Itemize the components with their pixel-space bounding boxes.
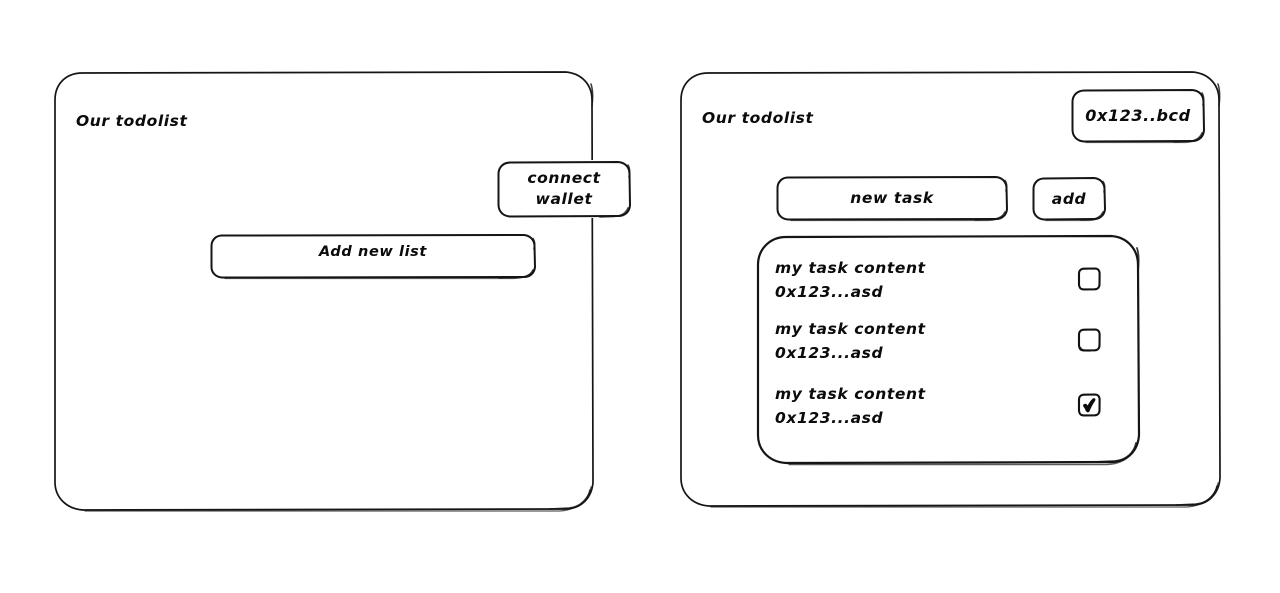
wallet-address-badge[interactable]: 0x123..bcd bbox=[1070, 88, 1206, 144]
task-owner-address: 0x123...asd bbox=[775, 283, 884, 301]
task-row[interactable]: my task content 0x123...asd bbox=[775, 317, 1121, 369]
panel-background bbox=[52, 70, 595, 512]
connect-wallet-button[interactable]: connect wallet bbox=[496, 160, 632, 218]
connect-wallet-label: connect wallet bbox=[496, 160, 632, 218]
task-content: my task content bbox=[775, 320, 926, 338]
add-task-label: add bbox=[1051, 189, 1087, 208]
task-owner-address: 0x123...asd bbox=[775, 344, 884, 362]
task-checkbox-checked[interactable] bbox=[1076, 392, 1102, 418]
new-task-input-value: new task bbox=[850, 189, 934, 207]
task-list: my task content 0x123...asd my task cont… bbox=[775, 256, 1121, 446]
page-title: Our todolist bbox=[76, 112, 188, 130]
task-checkbox-unchecked[interactable] bbox=[1076, 327, 1102, 353]
add-new-list-button[interactable]: Add new list bbox=[209, 233, 537, 280]
wallet-address-label: 0x123..bcd bbox=[1085, 106, 1191, 125]
task-text: my task content 0x123...asd bbox=[775, 382, 1035, 431]
page-title: Our todolist bbox=[702, 109, 814, 127]
task-list-card: my task content 0x123...asd my task cont… bbox=[755, 234, 1141, 466]
task-owner-address: 0x123...asd bbox=[775, 409, 884, 427]
task-content: my task content bbox=[775, 385, 926, 403]
task-text: my task content 0x123...asd bbox=[775, 317, 1035, 366]
add-new-list-label: Add new list bbox=[319, 243, 427, 260]
checkbox-checked-icon bbox=[1077, 393, 1101, 417]
task-text: my task content 0x123...asd bbox=[775, 256, 1035, 305]
checkbox-icon bbox=[1077, 267, 1101, 291]
task-row[interactable]: my task content 0x123...asd bbox=[775, 382, 1121, 434]
task-content: my task content bbox=[775, 259, 926, 277]
new-task-input[interactable]: new task bbox=[775, 175, 1009, 222]
task-row[interactable]: my task content 0x123...asd bbox=[775, 256, 1121, 308]
connect-wallet-line-1: connect bbox=[527, 169, 601, 187]
panel-todolist-overview: Our todolist connect wallet Add new list bbox=[52, 70, 632, 512]
add-task-button[interactable]: add bbox=[1031, 176, 1107, 222]
checkbox-icon bbox=[1077, 328, 1101, 352]
task-checkbox-unchecked[interactable] bbox=[1076, 266, 1102, 292]
connect-wallet-line-2: wallet bbox=[535, 190, 593, 208]
